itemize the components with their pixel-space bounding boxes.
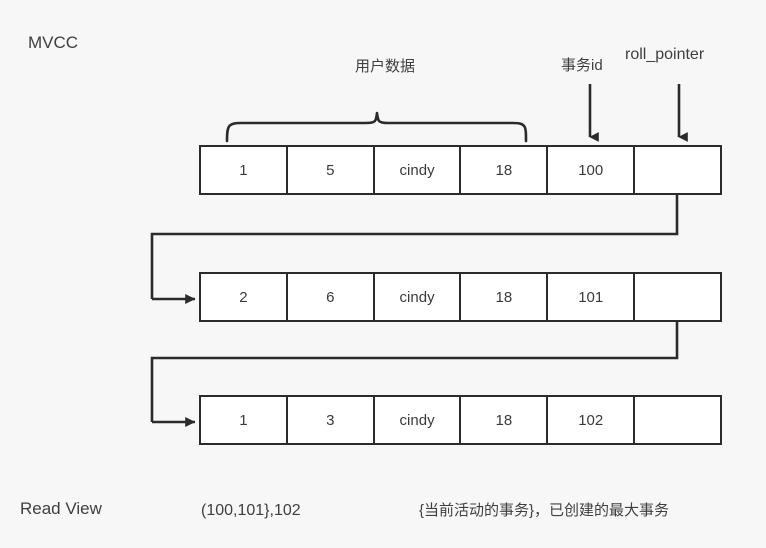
row2-cell-id: 2 bbox=[201, 274, 288, 320]
row3-cell-col2: 3 bbox=[287, 397, 375, 443]
version-row-3: 1 3 cindy 18 102 bbox=[199, 395, 722, 445]
row1-cell-roll-ptr bbox=[635, 147, 720, 193]
row3-cell-name: cindy bbox=[374, 397, 462, 443]
user-data-brace bbox=[225, 111, 528, 143]
row2-cell-age: 18 bbox=[461, 274, 549, 320]
read-view-value: (100,101},102 bbox=[201, 502, 301, 519]
roll-pointer-link-2 bbox=[150, 322, 679, 427]
row2-cell-col2: 6 bbox=[287, 274, 375, 320]
row1-cell-id: 1 bbox=[201, 147, 288, 193]
row1-cell-age: 18 bbox=[461, 147, 549, 193]
version-row-1: 1 5 cindy 18 100 bbox=[199, 145, 722, 195]
roll-pointer-link-1 bbox=[150, 195, 679, 304]
user-data-label: 用户数据 bbox=[355, 58, 416, 75]
row3-cell-roll-ptr bbox=[635, 397, 720, 443]
row3-cell-trx-id: 102 bbox=[548, 397, 636, 443]
row2-cell-trx-id: 101 bbox=[548, 274, 636, 320]
row1-cell-col2: 5 bbox=[287, 147, 375, 193]
trx-id-label: 事务id bbox=[561, 57, 603, 74]
version-row-2: 2 6 cindy 18 101 bbox=[199, 272, 722, 322]
diagram-title: MVCC bbox=[28, 33, 79, 52]
row3-cell-id: 1 bbox=[201, 397, 288, 443]
row1-cell-trx-id: 100 bbox=[548, 147, 636, 193]
read-view-description: {当前活动的事务}，已创建的最大事务 bbox=[419, 502, 670, 519]
roll-pointer-label: roll_pointer bbox=[625, 46, 705, 63]
row2-cell-roll-ptr bbox=[635, 274, 720, 320]
read-view-label: Read View bbox=[20, 499, 102, 518]
row3-cell-age: 18 bbox=[461, 397, 549, 443]
row1-cell-name: cindy bbox=[374, 147, 462, 193]
row2-cell-name: cindy bbox=[374, 274, 462, 320]
